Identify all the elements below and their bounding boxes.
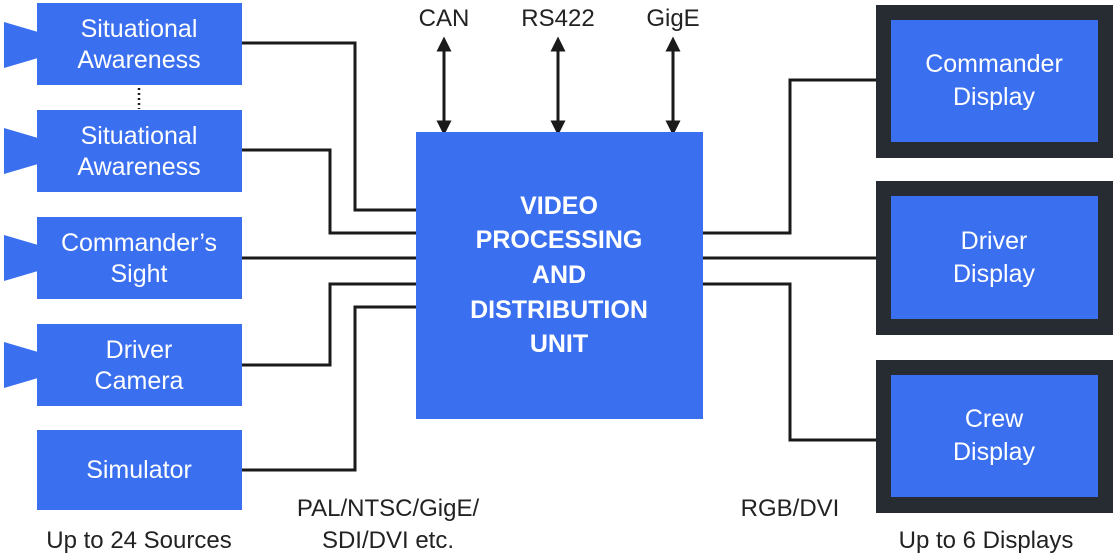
display-3-label-line-2: Display <box>953 438 1035 466</box>
source-3-label-line-2: Sight <box>111 260 168 288</box>
display-3-label-line-1: Crew <box>965 405 1024 433</box>
camera-icon <box>4 22 38 68</box>
display-2-label-line-1: Driver <box>961 227 1028 255</box>
unit-box <box>416 132 703 419</box>
camera-icon <box>4 235 38 281</box>
input-formats-line-1: PAL/NTSC/GigE/ <box>297 495 480 522</box>
display-3: Crew Display <box>876 360 1113 513</box>
source-4-label-line-2: Camera <box>95 367 184 395</box>
interface-arrows <box>436 36 681 136</box>
source-box <box>37 3 242 85</box>
source-1-label-line-2: Awareness <box>77 46 200 74</box>
source-2: Situational Awareness <box>4 110 242 192</box>
interface-label-rs422: RS422 <box>521 5 594 32</box>
video-processing-unit: VIDEO PROCESSING AND DISTRIBUTION UNIT <box>416 132 703 419</box>
source-box <box>37 110 242 192</box>
display-1: Commander Display <box>876 5 1113 158</box>
unit-label-line-5: UNIT <box>530 330 588 358</box>
display-2: Driver Display <box>876 181 1113 335</box>
wire-source-2 <box>242 148 416 235</box>
source-box <box>37 217 242 299</box>
unit-label-line-1: VIDEO <box>520 192 598 220</box>
input-formats-line-2: SDI/DVI etc. <box>322 527 454 554</box>
source-4: Driver Camera <box>4 324 242 406</box>
source-1: Situational Awareness <box>4 3 242 85</box>
display-1-label-line-2: Display <box>953 83 1035 111</box>
wire-source-1 <box>242 41 416 212</box>
camera-icon <box>4 342 38 388</box>
camera-icon <box>4 128 38 174</box>
source-1-label-line-1: Situational <box>81 15 198 43</box>
monitor-screen <box>891 196 1098 319</box>
interface-label-can: CAN <box>419 5 470 32</box>
sources-caption: Up to 24 Sources <box>46 527 231 554</box>
output-formats: RGB/DVI <box>741 495 840 522</box>
source-5-label: Simulator <box>86 456 192 484</box>
source-box <box>37 324 242 406</box>
source-3-label-line-1: Commander’s <box>61 229 217 257</box>
unit-label-line-2: PROCESSING <box>476 226 643 254</box>
source-2-label-line-1: Situational <box>81 122 198 150</box>
interface-label-gige: GigE <box>646 5 699 32</box>
monitor-screen <box>891 375 1098 497</box>
source-3: Commander’s Sight <box>4 217 242 299</box>
source-5: Simulator <box>37 430 242 510</box>
wire-display-1 <box>703 78 876 235</box>
source-2-label-line-2: Awareness <box>77 153 200 181</box>
source-box <box>37 430 242 510</box>
output-wires <box>703 78 876 442</box>
display-2-label-line-2: Display <box>953 260 1035 288</box>
displays-caption: Up to 6 Displays <box>899 527 1074 554</box>
monitor-screen <box>891 20 1098 142</box>
wire-source-5 <box>242 305 416 472</box>
display-1-label-line-1: Commander <box>925 50 1063 78</box>
wire-source-4 <box>242 282 416 367</box>
unit-label-line-4: DISTRIBUTION <box>470 296 648 324</box>
input-wires <box>242 41 416 472</box>
source-4-label-line-1: Driver <box>106 336 173 364</box>
wire-display-3 <box>703 282 876 442</box>
unit-label-line-3: AND <box>532 261 586 289</box>
